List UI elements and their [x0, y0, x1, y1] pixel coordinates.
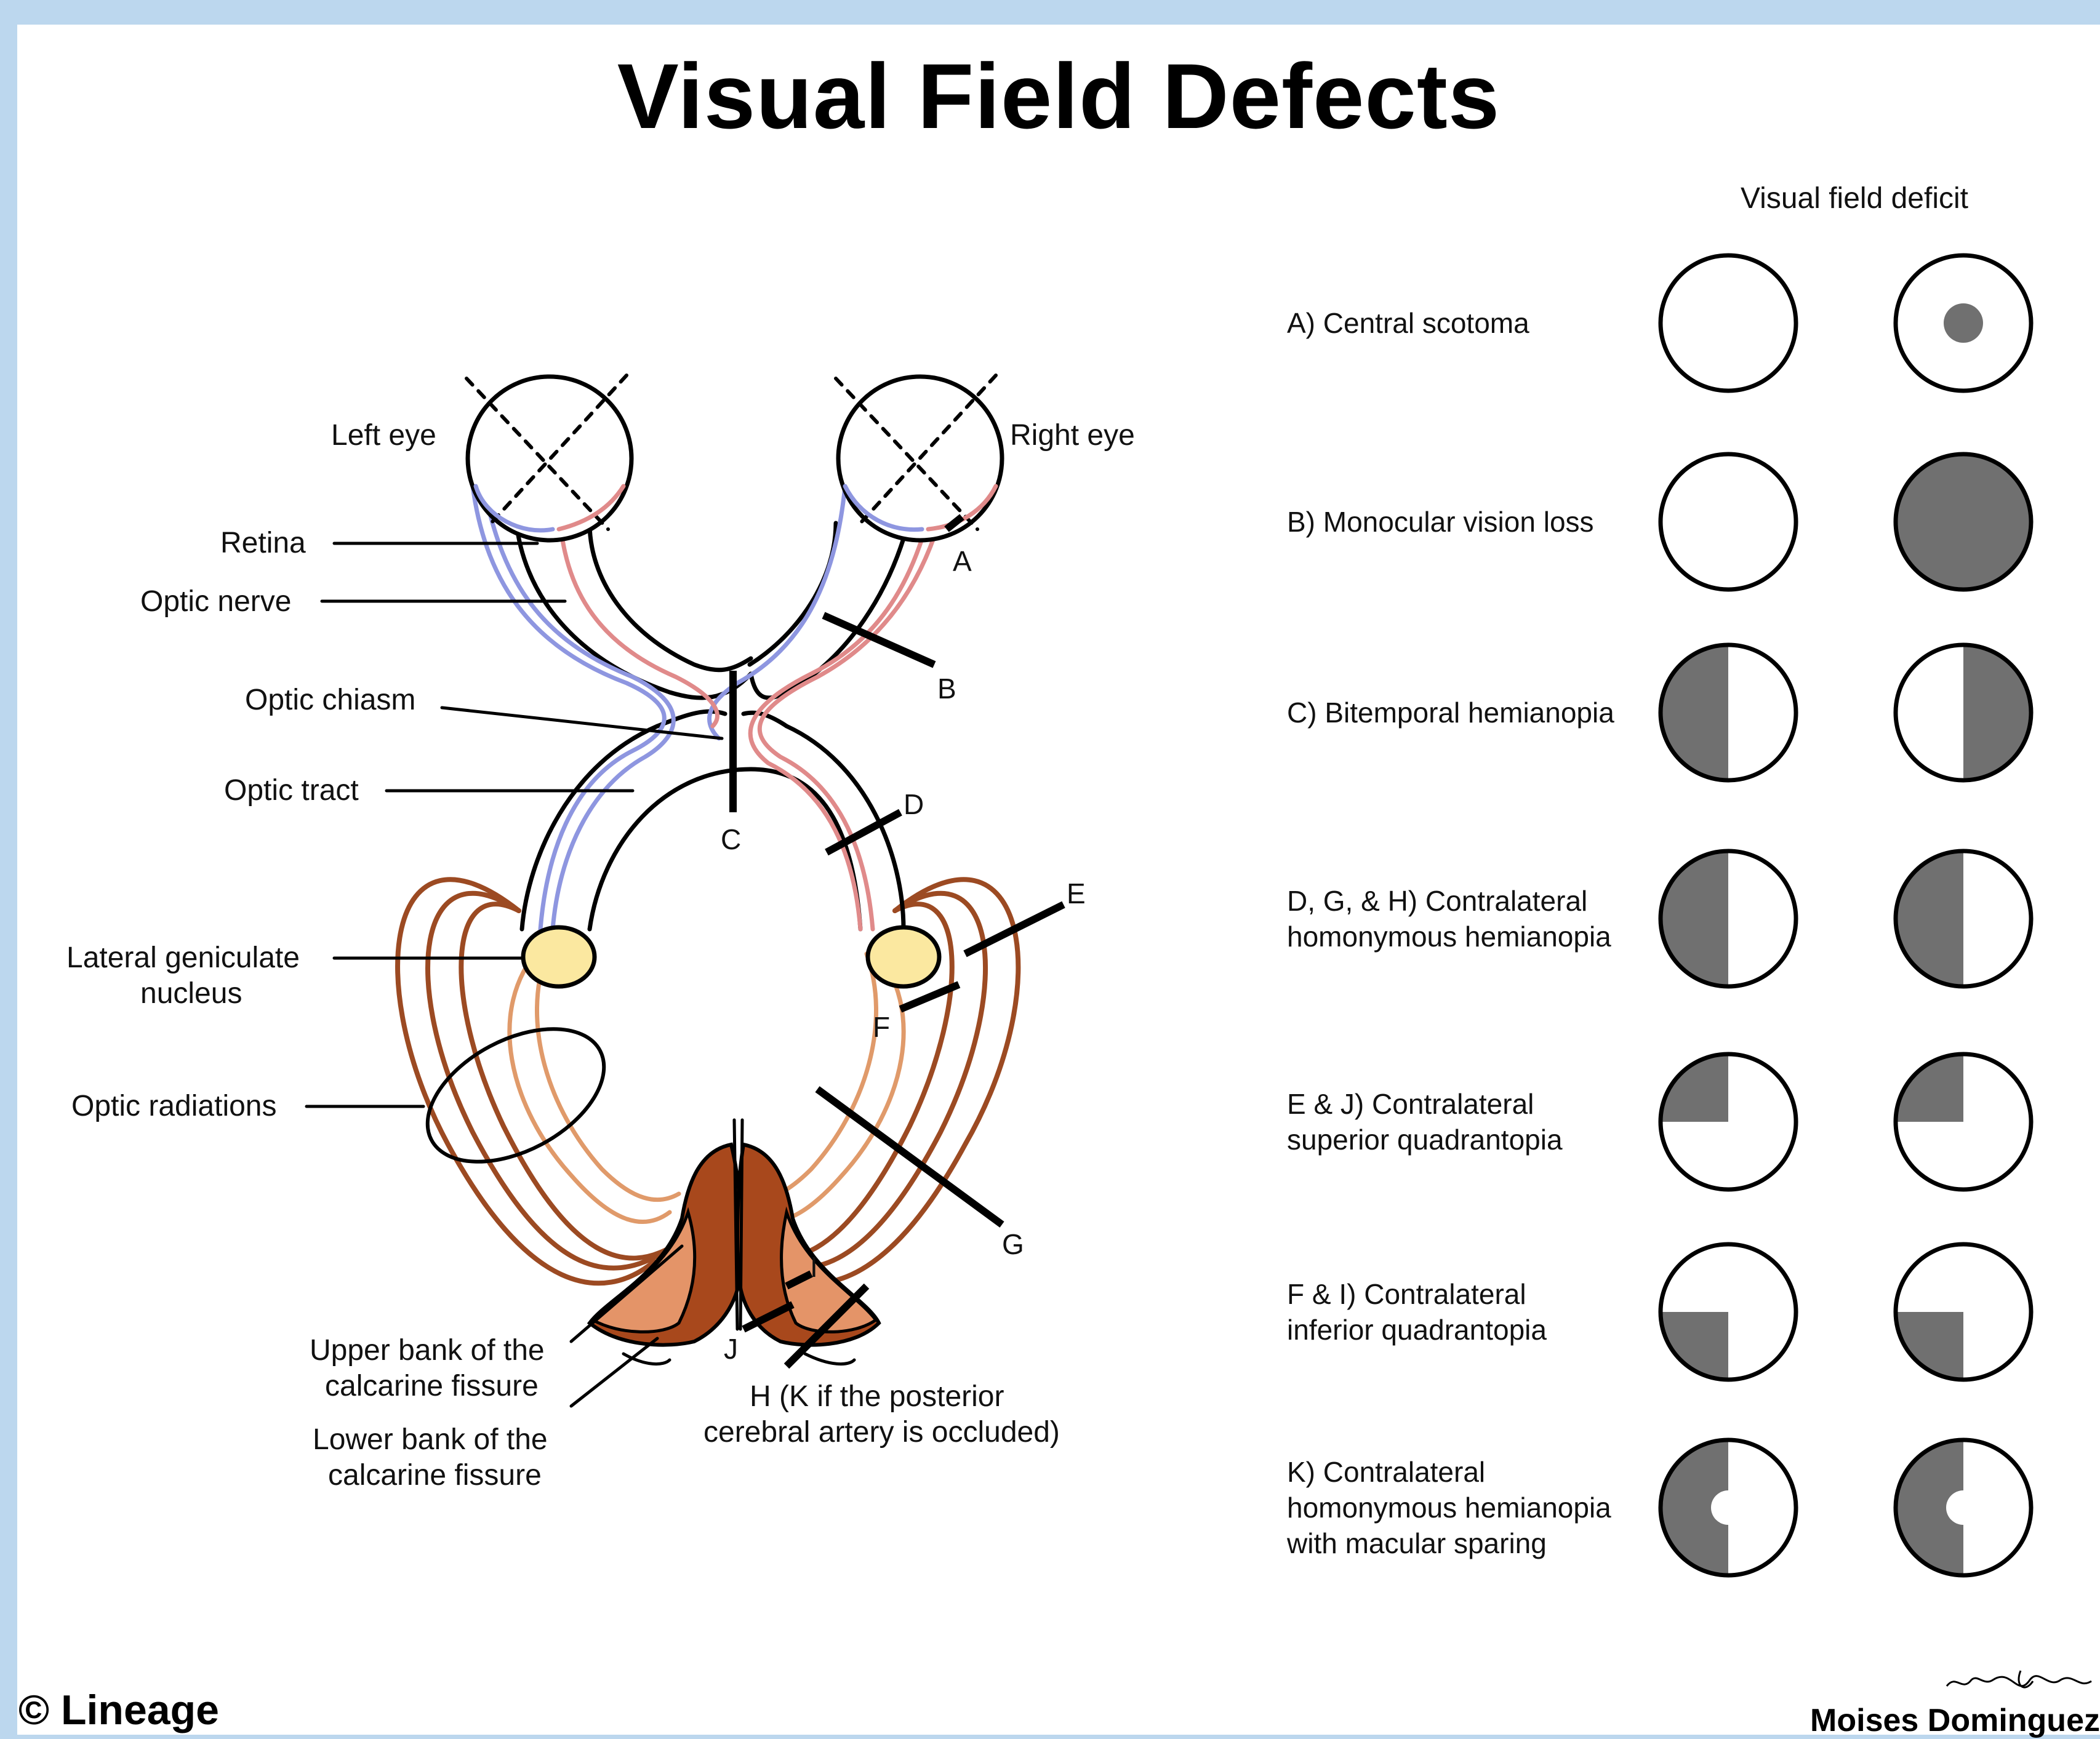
right-eye-field-icon — [1896, 255, 2031, 391]
label-optic-tract: Optic tract — [224, 774, 359, 807]
figure-card: Visual Field Defects — [17, 25, 2100, 1735]
deficit-rows: A) Central scotoma B) Monocular vision lo… — [1286, 255, 2091, 1687]
label-upper-bank-1: Upper bank of the — [310, 1334, 545, 1367]
label-retina: Retina — [220, 527, 306, 559]
signature — [1947, 1671, 2091, 1687]
deficit-label: superior quadrantopia — [1287, 1124, 1563, 1156]
lesion-g — [817, 1089, 1002, 1225]
left-lgn — [523, 927, 595, 986]
letter-c: C — [721, 823, 741, 855]
copyright: © Lineage — [18, 1686, 219, 1734]
nasal-fibers — [473, 486, 845, 929]
label-optic-nerve: Optic nerve — [140, 585, 291, 618]
right-eye-field-icon — [1896, 1054, 2031, 1189]
left-eye-field-icon — [1661, 1440, 1796, 1575]
deficit-label: D, G, & H) Contralateral — [1287, 885, 1587, 917]
label-upper-bank-2: calcarine fissure — [325, 1370, 539, 1402]
deficit-header: Visual field deficit — [1741, 182, 1968, 215]
label-optic-chiasm: Optic chiasm — [245, 684, 415, 716]
left-eye-field-icon — [1661, 255, 1796, 391]
right-lobe-base — [805, 1354, 854, 1364]
visual-pathway-diagram: Left eye Right eye Retina Optic nerve Op… — [17, 25, 2100, 1735]
left-eye-field-icon — [1661, 1054, 1796, 1189]
left-eye-field-icon — [1661, 454, 1796, 590]
label-lgn-2: nucleus — [140, 977, 242, 1010]
right-eye-field-icon — [1896, 1440, 2031, 1575]
label-lower-bank-2: calcarine fissure — [328, 1459, 542, 1492]
right-eye-field-icon — [1896, 454, 2031, 590]
left-eye-field-icon — [1661, 851, 1796, 986]
deficit-label: C) Bitemporal hemianopia — [1287, 697, 1614, 729]
letter-b: B — [937, 673, 956, 705]
label-lgn-1: Lateral geniculate — [66, 941, 300, 974]
deficit-label: B) Monocular vision loss — [1287, 506, 1594, 538]
deficit-label: with macular sparing — [1286, 1527, 1547, 1559]
label-h-1: H (K if the posterior — [750, 1380, 1004, 1413]
letter-j: J — [724, 1333, 738, 1365]
label-optic-radiations: Optic radiations — [71, 1090, 277, 1122]
author-name: Moises Dominguez — [1810, 1702, 2100, 1739]
deficit-label: E & J) Contralateral — [1287, 1088, 1534, 1120]
left-eye-field-icon — [1661, 645, 1796, 780]
deficit-label: A) Central scotoma — [1287, 307, 1529, 339]
deficit-label: inferior quadrantopia — [1287, 1314, 1547, 1346]
label-h-2: cerebral artery is occluded) — [703, 1416, 1060, 1449]
left-eye-field-icon — [1661, 1244, 1796, 1380]
letter-f: F — [873, 1011, 890, 1043]
letter-d: D — [904, 788, 924, 820]
letter-a: A — [953, 545, 972, 577]
right-eye-field-icon — [1896, 851, 2031, 986]
label-lower-bank-1: Lower bank of the — [313, 1423, 548, 1456]
label-left-eye: Left eye — [331, 419, 436, 452]
right-eye-field-icon — [1896, 1244, 2031, 1380]
right-lgn — [868, 927, 939, 986]
letter-i: I — [810, 1251, 818, 1283]
letter-e: E — [1067, 877, 1086, 909]
right-eye-field-icon — [1896, 645, 2031, 780]
deficit-label: homonymous hemianopia — [1287, 921, 1611, 953]
letter-g: G — [1002, 1228, 1024, 1260]
deficit-label: F & I) Contralateral — [1287, 1278, 1526, 1310]
deficit-label: homonymous hemianopia — [1287, 1492, 1611, 1524]
label-right-eye: Right eye — [1010, 419, 1135, 452]
deficit-label: K) Contralateral — [1287, 1456, 1485, 1488]
